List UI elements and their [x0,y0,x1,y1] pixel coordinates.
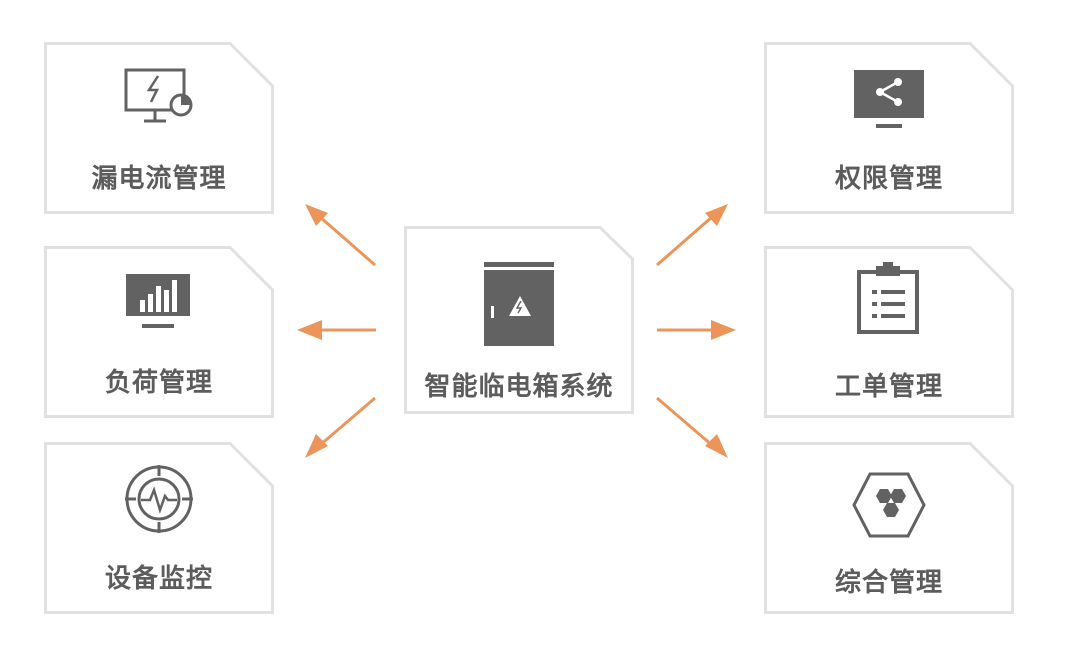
arrowhead-load [297,320,322,340]
card-leakage-management: 漏电流管理 [44,42,274,214]
arrowhead-permission [705,204,728,226]
card-frame [44,246,274,418]
center-label: 智能临电箱系统 [424,372,614,402]
card-frame [764,442,1014,614]
label-permission-management: 权限管理 [834,164,943,194]
card-load-management: 负荷管理 [44,246,274,418]
card-permission-management: 权限管理 [764,42,1014,214]
pulse-gauge-icon [124,464,194,534]
arrow-to-leakage [311,208,376,267]
monitor-bar-chart-icon [124,272,194,330]
arrowhead-workorder [711,320,736,340]
arrowhead-integrated [705,434,728,458]
arrow-to-permission [656,208,721,267]
monitor-lightning-icon [124,68,194,126]
label-work-order-management: 工单管理 [834,372,943,402]
center-card: 智能临电箱系统 [404,226,634,414]
monitor-share-icon [852,68,926,130]
label-leakage-management: 漏电流管理 [91,164,227,194]
card-device-monitoring: 设备监控 [44,442,274,614]
arrowhead-device-monitor [305,434,328,458]
card-integrated-management: 综合管理 [764,442,1014,614]
label-device-monitoring: 设备监控 [104,564,213,594]
card-frame [44,42,274,214]
label-load-management: 负荷管理 [104,368,213,398]
arrowhead-leakage [305,204,328,226]
hexagon-cluster-icon [852,472,926,538]
card-work-order-management: 工单管理 [764,246,1014,418]
electrical-box-icon [484,262,554,346]
label-integrated-management: 综合管理 [834,568,943,598]
clipboard-list-icon [854,262,924,334]
